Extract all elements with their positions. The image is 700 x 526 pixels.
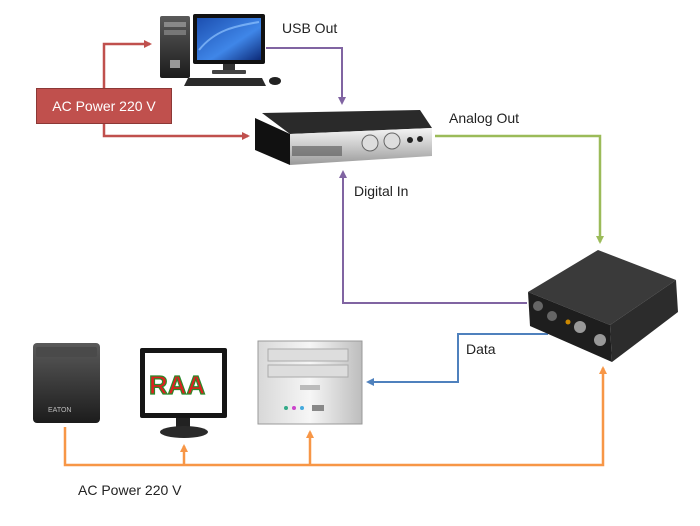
analog-out-line — [435, 134, 604, 244]
ups-brand-text: EATON — [48, 407, 71, 414]
dac-unit-icon — [255, 110, 432, 165]
ac-power-bottom-line — [63, 366, 607, 467]
ac-power-top-label: AC Power 220 V — [52, 98, 156, 114]
digital-in-line — [339, 170, 527, 304]
digital-in-label: Digital In — [354, 183, 409, 199]
monitor-icon: RAA — [140, 348, 227, 438]
ac-power-to-dac-line — [102, 118, 250, 140]
ups-unit-icon: EATON — [33, 343, 100, 423]
usb-out-line — [266, 47, 346, 105]
desktop-computer-icon — [160, 14, 281, 86]
analog-out-label: Analog Out — [449, 110, 520, 126]
amplifier-unit-icon — [528, 250, 678, 362]
monitor-logo-text: RAA — [149, 370, 206, 400]
ac-power-to-pc-line — [102, 40, 152, 96]
connections — [63, 40, 607, 467]
data-line — [366, 333, 548, 386]
ac-power-bottom-label: AC Power 220 V — [78, 482, 182, 498]
data-label: Data — [466, 341, 496, 357]
media-pc-icon — [257, 340, 363, 425]
ac-power-box: AC Power 220 V — [36, 88, 172, 124]
usb-out-label: USB Out — [282, 20, 338, 36]
